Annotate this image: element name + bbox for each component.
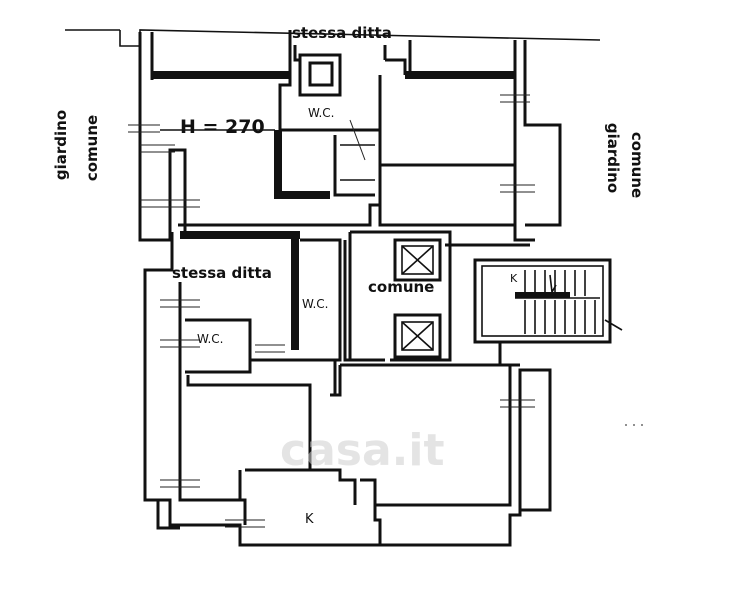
label-wc-top: W.C. xyxy=(308,106,335,120)
label-stessa-ditta-mid: stessa ditta xyxy=(172,264,272,282)
label-giardino-left: giardino xyxy=(52,110,70,180)
interior-walls-middle xyxy=(178,230,530,525)
label-comune-mid: comune xyxy=(368,278,434,296)
label-comune-right: comune xyxy=(628,132,646,198)
label-stessa-ditta-top: stessa ditta xyxy=(292,24,392,42)
staircase xyxy=(473,258,623,367)
label-kitchen: K xyxy=(305,512,314,527)
label-kitchen-stair: K xyxy=(510,272,518,285)
opening-marks xyxy=(128,94,643,528)
watermark-casa-it: casa.it xyxy=(280,425,444,476)
outer-walls xyxy=(138,30,562,547)
interior-walls-upper xyxy=(160,45,515,227)
label-giardino-right: giardino xyxy=(604,123,622,193)
label-room-height: H = 270 xyxy=(180,116,265,138)
label-wc-mid: W.C. xyxy=(302,297,329,311)
elevator-shafts xyxy=(393,238,442,359)
label-comune-left: comune xyxy=(83,115,101,181)
label-wc-left: W.C. xyxy=(197,332,224,346)
